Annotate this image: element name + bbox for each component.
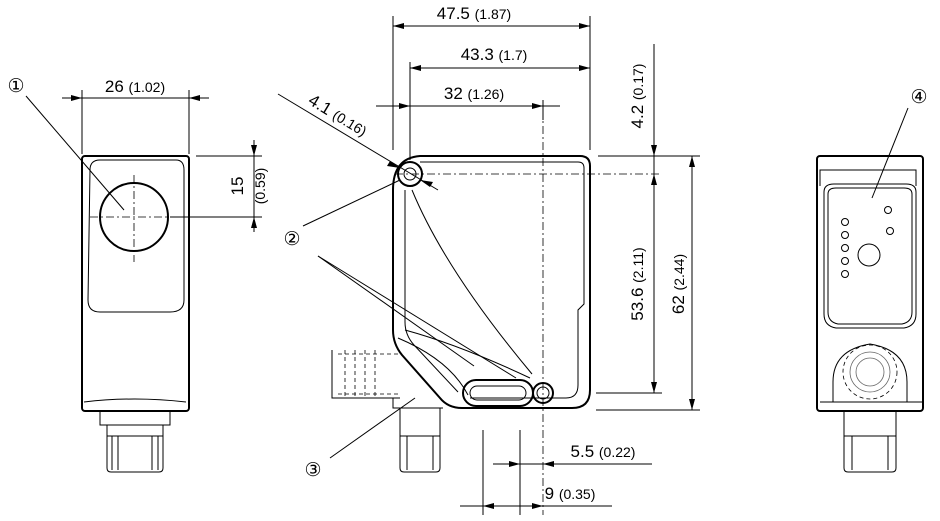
dim-53-6: 53.6 (2.11) (628, 247, 647, 320)
front-view (62, 90, 262, 473)
rear-view (816, 107, 924, 473)
dim-4-2: 4.2 (0.17) (628, 64, 647, 129)
callout-3: ③ (304, 460, 321, 481)
dim-9: 9 (0.35) (545, 484, 596, 503)
dim-5-5: 5.5 (0.22) (571, 442, 636, 461)
dim-43-3: 43.3 (1.7) (461, 45, 528, 64)
dim-15: 15 (228, 177, 247, 196)
callout-2: ② (283, 229, 300, 250)
dim-15-paren: (0.59) (252, 168, 268, 205)
teach-button (857, 243, 881, 267)
dim-32: 32 (1.26) (444, 84, 504, 103)
callout-1: ① (7, 76, 24, 97)
dim-4-1: 4.1 (0.16) (305, 90, 370, 140)
dim-62: 62 (2.44) (669, 254, 688, 314)
side-view (277, 16, 700, 515)
callout-4: ④ (910, 87, 927, 108)
dim-26: 26 (1.02) (105, 77, 165, 96)
dim-47-5: 47.5 (1.87) (437, 4, 511, 23)
